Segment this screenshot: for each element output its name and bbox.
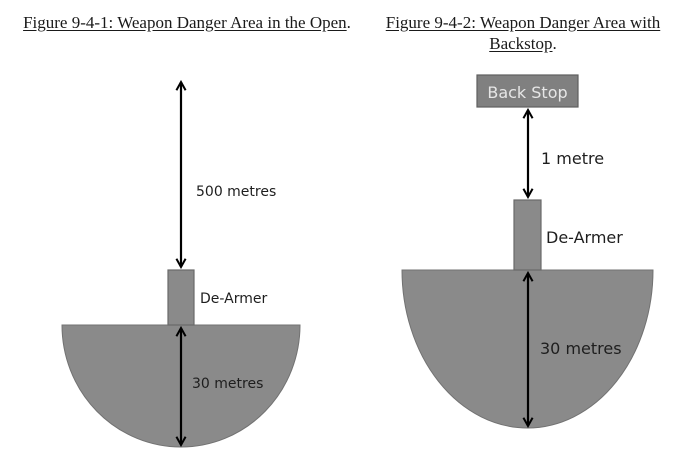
figure-1-de-armer-box [167, 269, 195, 326]
figure-2-back-stop-box [476, 74, 579, 108]
figure-2-caption-period: . [552, 34, 557, 53]
figure-2-de-armer-box [513, 199, 542, 271]
figure-1-caption-text: Figure 9-4-1: Weapon Danger Area in the … [23, 13, 347, 32]
figure-2-distance-label: 1 metre [541, 149, 604, 168]
figure-1-caption: Figure 9-4-1: Weapon Danger Area in the … [20, 12, 354, 33]
figure-2-de-armer-label: De-Armer [546, 228, 623, 247]
figure-2-back-stop-label: Back Stop [487, 83, 567, 102]
figure-1-de-armer-label: De-Armer [200, 291, 267, 307]
figure-2-radius-label: 30 metres [540, 339, 622, 358]
figure-1-caption-period: . [346, 13, 351, 32]
figure-2-caption: Figure 9-4-2: Weapon Danger Area with Ba… [358, 12, 688, 54]
figure-1-radius-label: 30 metres [192, 376, 263, 392]
figure-1-diagram: 500 metres De-Armer 30 metres [61, 82, 301, 448]
figure-2-caption-text: Figure 9-4-2: Weapon Danger Area with Ba… [385, 13, 661, 53]
figure-2-diagram: Back Stop 1 metre De-Armer 30 metres [401, 74, 654, 429]
figure-1-distance-label: 500 metres [196, 184, 276, 200]
